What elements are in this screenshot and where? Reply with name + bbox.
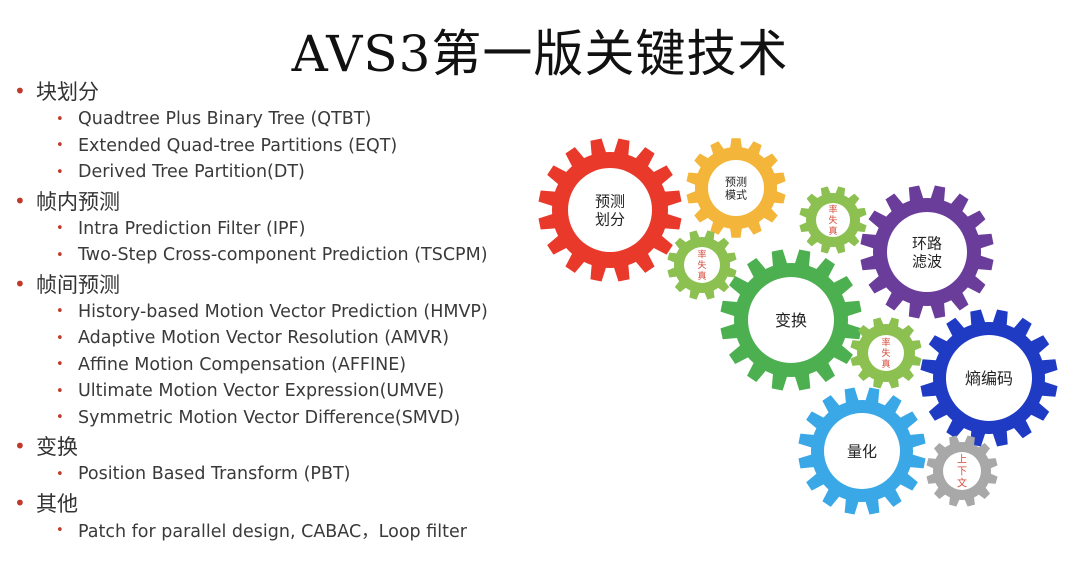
bullet-dot: • (56, 138, 64, 154)
bullet-dot: • (56, 383, 64, 399)
gear-label: 上 (957, 454, 967, 466)
bullet-dot: • (56, 221, 64, 237)
bullet-dot: • (14, 434, 26, 458)
bullet-dot: • (56, 247, 64, 263)
gear-label: 真 (828, 225, 837, 237)
list-item: •Derived Tree Partition(DT) (56, 162, 305, 183)
gear-label: 预测 (595, 192, 625, 210)
gear-quantization: 量化 (798, 387, 926, 515)
gears-illustration: 预测划分预测模式率失真率失真环路滤波变换率失真熵编码量化上下文 (538, 138, 1058, 515)
gear-hole (816, 203, 850, 237)
gear-hole (748, 277, 834, 363)
gear-label: 率 (881, 336, 890, 348)
gear-label: 预测 (725, 175, 747, 188)
list-item: •Symmetric Motion Vector Difference(SMVD… (56, 407, 461, 428)
list-item: •Ultimate Motion Vector Expression(UMVE) (56, 381, 445, 402)
section-label: 块划分 (36, 80, 99, 104)
bullet-dot: • (56, 357, 64, 373)
outline-section-transform: • 变换 •Position Based Transform (PBT) (14, 431, 554, 488)
section-label: 其他 (36, 491, 78, 516)
bullet-dot: • (14, 188, 26, 213)
gear-label: 失 (697, 259, 706, 271)
bullet-dot: • (56, 410, 64, 426)
gear-label: 失 (828, 214, 837, 226)
bullet-dot: • (14, 79, 26, 103)
gear-label: 真 (697, 270, 706, 282)
gear-label: 文 (957, 477, 967, 490)
gear-entropy-coding: 熵编码 (920, 309, 1058, 447)
gear-rd-2: 率失真 (667, 230, 737, 300)
gear-hole (946, 335, 1032, 421)
gear-label: 滤波 (912, 252, 942, 270)
outline-section-block-partition: • 块划分 •Quadtree Plus Binary Tree (QTBT) … (14, 76, 554, 186)
gear-label: 模式 (725, 189, 747, 202)
gear-context: 上下文 (926, 435, 998, 507)
outline-list: • 块划分 •Quadtree Plus Binary Tree (QTBT) … (14, 76, 554, 544)
gear-transform: 变换 (720, 249, 862, 391)
gear-hole (708, 160, 764, 216)
list-item: •History-based Motion Vector Prediction … (56, 301, 488, 322)
gear-hole (868, 335, 904, 371)
bullet-dot: • (56, 330, 64, 346)
slide-title: AVS3第一版关键技术 (291, 25, 789, 83)
list-item: •Adaptive Motion Vector Resolution (AMVR… (56, 328, 450, 349)
outline-section-inter-prediction: • 帧间预测 •History-based Motion Vector Pred… (14, 269, 554, 432)
list-item: •Position Based Transform (PBT) (56, 464, 351, 485)
gear-hole (887, 212, 967, 292)
gear-label: 率 (697, 248, 706, 260)
outline-section-intra-prediction: • 帧内预测 •Intra Prediction Filter (IPF) •T… (14, 186, 554, 269)
bullet-dot: • (14, 271, 26, 296)
gear-hole (684, 247, 720, 283)
list-item: •Affine Motion Compensation (AFFINE) (56, 354, 407, 375)
section-label: 变换 (36, 435, 78, 459)
gear-label: 率 (828, 203, 837, 215)
bullet-dot: • (56, 164, 64, 180)
gear-label: 变换 (775, 311, 807, 330)
list-item: •Two-Step Cross-component Prediction (TS… (56, 245, 488, 266)
gear-label: 划分 (595, 210, 625, 228)
gear-rd-1: 率失真 (799, 186, 867, 254)
gear-hole (824, 413, 900, 489)
bullet-dot: • (56, 304, 64, 320)
bullet-dot: • (56, 111, 64, 127)
gear-hole (568, 168, 652, 252)
gear-label: 环路 (912, 234, 942, 252)
list-item: •Extended Quad-tree Partitions (EQT) (56, 135, 398, 156)
gear-label: 真 (881, 358, 890, 370)
list-item: •Quadtree Plus Binary Tree (QTBT) (56, 109, 372, 130)
list-item: •Patch for parallel design, CABAC，Loop f… (56, 522, 467, 543)
list-item: •Intra Prediction Filter (IPF) (56, 218, 306, 239)
bullet-dot: • (56, 466, 64, 482)
gear-label: 量化 (847, 442, 877, 460)
section-label: 帧间预测 (36, 272, 120, 297)
section-label: 帧内预测 (36, 189, 120, 214)
bullet-dot: • (56, 523, 64, 539)
gear-hole (943, 452, 981, 490)
gear-rd-3: 率失真 (850, 317, 922, 389)
bullet-dot: • (14, 490, 26, 515)
gear-label: 失 (881, 347, 890, 359)
gear-label: 熵编码 (965, 369, 1013, 388)
gear-label: 下 (957, 467, 967, 478)
outline-section-other: • 其他 •Patch for parallel design, CABAC，L… (14, 488, 554, 545)
